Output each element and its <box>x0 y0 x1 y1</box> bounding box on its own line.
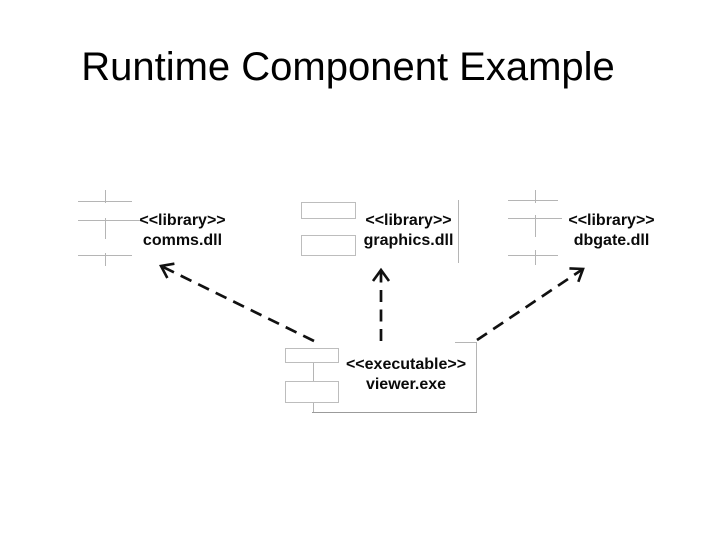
uml-component-icon <box>78 190 144 268</box>
icon-stroke <box>508 255 558 256</box>
uml-component-icon <box>301 200 459 264</box>
icon-stroke <box>535 250 536 265</box>
icon-stroke <box>535 215 536 237</box>
icon-stroke <box>313 363 314 381</box>
component-name: viewer.exe <box>365 376 447 393</box>
icon-stroke <box>285 348 339 363</box>
icon-stroke <box>455 342 476 343</box>
icon-stroke <box>508 200 558 201</box>
dependency-arrow-viewer-to-comms <box>159 262 315 343</box>
icon-stroke <box>476 342 477 412</box>
component-stereotype: <<executable>> <box>345 356 467 373</box>
uml-component-icon <box>508 190 570 268</box>
component-dbgate: <<library>> dbgate.dll <box>549 211 674 251</box>
icon-stroke <box>78 220 142 221</box>
component-name: comms.dll <box>142 232 223 249</box>
component-name: dbgate.dll <box>573 232 650 249</box>
component-stereotype: <<library>> <box>365 212 452 229</box>
icon-stroke <box>105 190 106 203</box>
component-name: graphics.dll <box>363 232 454 249</box>
icon-stroke <box>313 403 314 412</box>
component-viewer: <<executable>> viewer.exe <box>336 355 476 395</box>
component-stereotype: <<library>> <box>568 212 655 229</box>
icon-stroke <box>312 412 477 413</box>
icon-stroke <box>458 200 459 263</box>
icon-stroke <box>301 202 356 219</box>
icon-stroke <box>105 218 106 239</box>
icon-stroke <box>105 253 106 266</box>
slide-title: Runtime Component Example <box>81 45 615 89</box>
component-graphics: <<library>> graphics.dll <box>346 211 471 251</box>
dependency-arrow-viewer-to-dbgate <box>476 267 585 342</box>
icon-stroke <box>301 235 356 256</box>
component-stereotype: <<library>> <box>139 212 226 229</box>
icon-stroke <box>285 381 339 403</box>
uml-component-icon <box>284 342 478 414</box>
icon-stroke <box>535 190 536 203</box>
component-comms: <<library>> comms.dll <box>120 211 245 251</box>
